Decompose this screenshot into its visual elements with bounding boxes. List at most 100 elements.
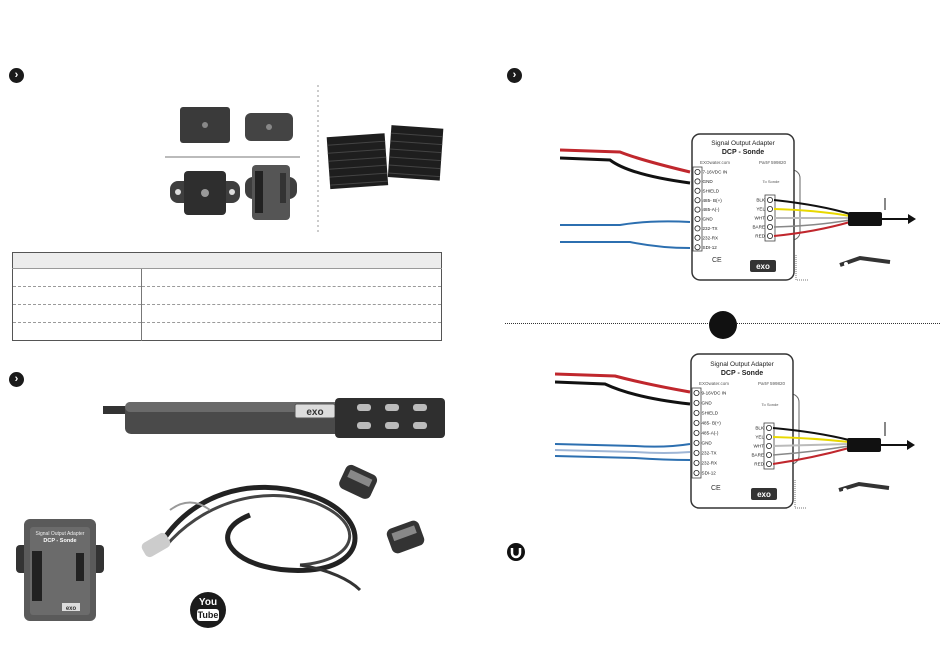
terminal-screw — [765, 443, 772, 450]
terminal-screw — [766, 206, 773, 213]
section-bullet-wiring: › — [507, 68, 522, 83]
table-row — [12, 322, 442, 341]
terminal-screw — [766, 233, 773, 240]
terminal-label: RED — [754, 462, 764, 467]
terminal-label: WHT — [755, 216, 766, 221]
terminal-label: SHIELD — [702, 411, 719, 416]
left-terminal-block: 7-16VDC IN GND SHIELD 485- B(+) 485-A(-) GND 2… — [692, 166, 728, 252]
adapter-with-bracket — [245, 165, 297, 220]
terminal-screw — [694, 216, 701, 223]
mounting-bracket — [170, 171, 240, 215]
terminal-screw — [693, 420, 700, 427]
wiring-diagram-top: Signal Output Adapter DCP - Sonde EXOwat… — [560, 133, 916, 281]
small-adapter-title: Signal Output Adapter — [36, 531, 85, 537]
right-terminal-block: BLK YEL WHT BARE RED — [751, 422, 775, 470]
adapter-brand: exo — [757, 490, 771, 499]
terminal-label: BLK — [756, 198, 766, 203]
terminal-screw — [765, 452, 772, 459]
table-row — [12, 304, 442, 323]
mounting-hardware-illustration — [165, 85, 444, 235]
terminal-label: 485-A(-) — [702, 431, 719, 436]
terminal-screw — [765, 461, 772, 468]
wiring-diagram-bottom: Signal Output Adapter DCP - Sonde EXOwat… — [555, 353, 915, 509]
terminal-screw — [693, 440, 700, 447]
terminal-label: YEL — [756, 207, 765, 212]
terminal-screw — [693, 430, 700, 437]
youtube-icon[interactable]: You Tube — [190, 592, 226, 628]
terminal-screw — [694, 197, 701, 204]
terminal-label: 232-RX — [702, 461, 718, 466]
adapter-subtitle: DCP - Sonde — [722, 149, 764, 156]
terminal-label: SDI-12 — [702, 471, 717, 476]
terminal-label: YEL — [755, 435, 764, 440]
adapter-brand: exo — [756, 262, 770, 271]
terminal-screw — [693, 470, 700, 477]
youtube-you-text: You — [198, 597, 218, 608]
section-bullet-components: › — [9, 372, 24, 387]
adapter-subtitle: DCP - Sonde — [721, 370, 763, 377]
velcro-strip-left — [326, 133, 389, 190]
terminal-label: 7-16VDC IN — [703, 170, 728, 175]
youtube-tube-text: Tube — [197, 609, 219, 621]
adapter-to-sonde: To Sonde — [762, 402, 780, 407]
adapter-part: Part# 599820 — [758, 381, 786, 386]
terminal-label: 232-TX — [702, 451, 717, 456]
table-row — [12, 286, 442, 305]
terminal-label: 9-16VDC IN — [702, 391, 727, 396]
terminal-screw — [694, 169, 701, 176]
terminal-label: 485-A(-) — [703, 207, 720, 212]
terminal-label: WHT — [754, 444, 765, 449]
small-adapter-brand: exo — [66, 606, 77, 612]
svg-text:CE: CE — [712, 257, 722, 264]
terminal-screw — [694, 244, 701, 251]
terminal-screw — [693, 410, 700, 417]
terminal-screw — [693, 400, 700, 407]
terminal-label: BLK — [755, 426, 765, 431]
adapter-title: Signal Output Adapter — [710, 361, 774, 368]
terminal-screw — [694, 178, 701, 185]
terminal-label: 232-RX — [703, 235, 719, 240]
terminal-screw — [694, 206, 701, 213]
svg-text:CE: CE — [711, 485, 721, 492]
small-adapter-subtitle: DCP - Sonde — [43, 538, 76, 544]
terminal-label: GND — [703, 217, 714, 222]
terminal-screw — [765, 434, 772, 441]
magnet-icon — [507, 543, 525, 561]
terminal-label: 485- B(+) — [702, 421, 722, 426]
terminal-label: SHIELD — [703, 188, 720, 193]
terminal-label: 485- B(+) — [703, 198, 723, 203]
table-row — [12, 268, 442, 287]
adapter-title: Signal Output Adapter — [711, 140, 775, 147]
left-terminal-block: 9-16VDC IN GND SHIELD 485- B(+) 485-A(-) GND 2… — [691, 387, 727, 479]
terminal-label: GND — [702, 401, 713, 406]
terminal-screw — [766, 197, 773, 204]
exo-sonde-illustration: exo — [103, 398, 445, 438]
adapter-part: Part# 599820 — [759, 160, 787, 165]
terminal-screw — [693, 450, 700, 457]
terminal-label: BARE — [752, 225, 765, 230]
velcro-strip-right — [387, 125, 444, 181]
adapter-to-sonde: To Sonde — [763, 179, 781, 184]
terminal-label: GND — [702, 441, 713, 446]
right-terminal-block: BLK YEL WHT BARE RED — [752, 194, 776, 242]
terminal-screw — [765, 425, 772, 432]
small-adapter-illustration: Signal Output Adapter DCP - Sonde exo — [14, 515, 106, 625]
sonde-brand-label: exo — [306, 407, 323, 418]
terminal-label: GND — [703, 179, 714, 184]
adapter-web: EXOwater.com — [699, 381, 729, 386]
terminal-screw — [694, 234, 701, 241]
terminal-label: 232-TX — [703, 226, 718, 231]
terminal-label: BARE — [751, 453, 764, 458]
terminal-screw — [693, 390, 700, 397]
cable-illustration — [141, 464, 425, 592]
mounting-table — [12, 252, 442, 341]
divider-circle — [709, 311, 737, 339]
terminal-screw — [766, 215, 773, 222]
terminal-screw — [694, 187, 701, 194]
terminal-screw — [693, 460, 700, 467]
terminal-label: SDI-12 — [703, 245, 718, 250]
adapter-web: EXOwater.com — [700, 160, 730, 165]
terminal-label: RED — [755, 234, 765, 239]
section-bullet-mounting: › — [9, 68, 24, 83]
terminal-screw — [694, 225, 701, 232]
